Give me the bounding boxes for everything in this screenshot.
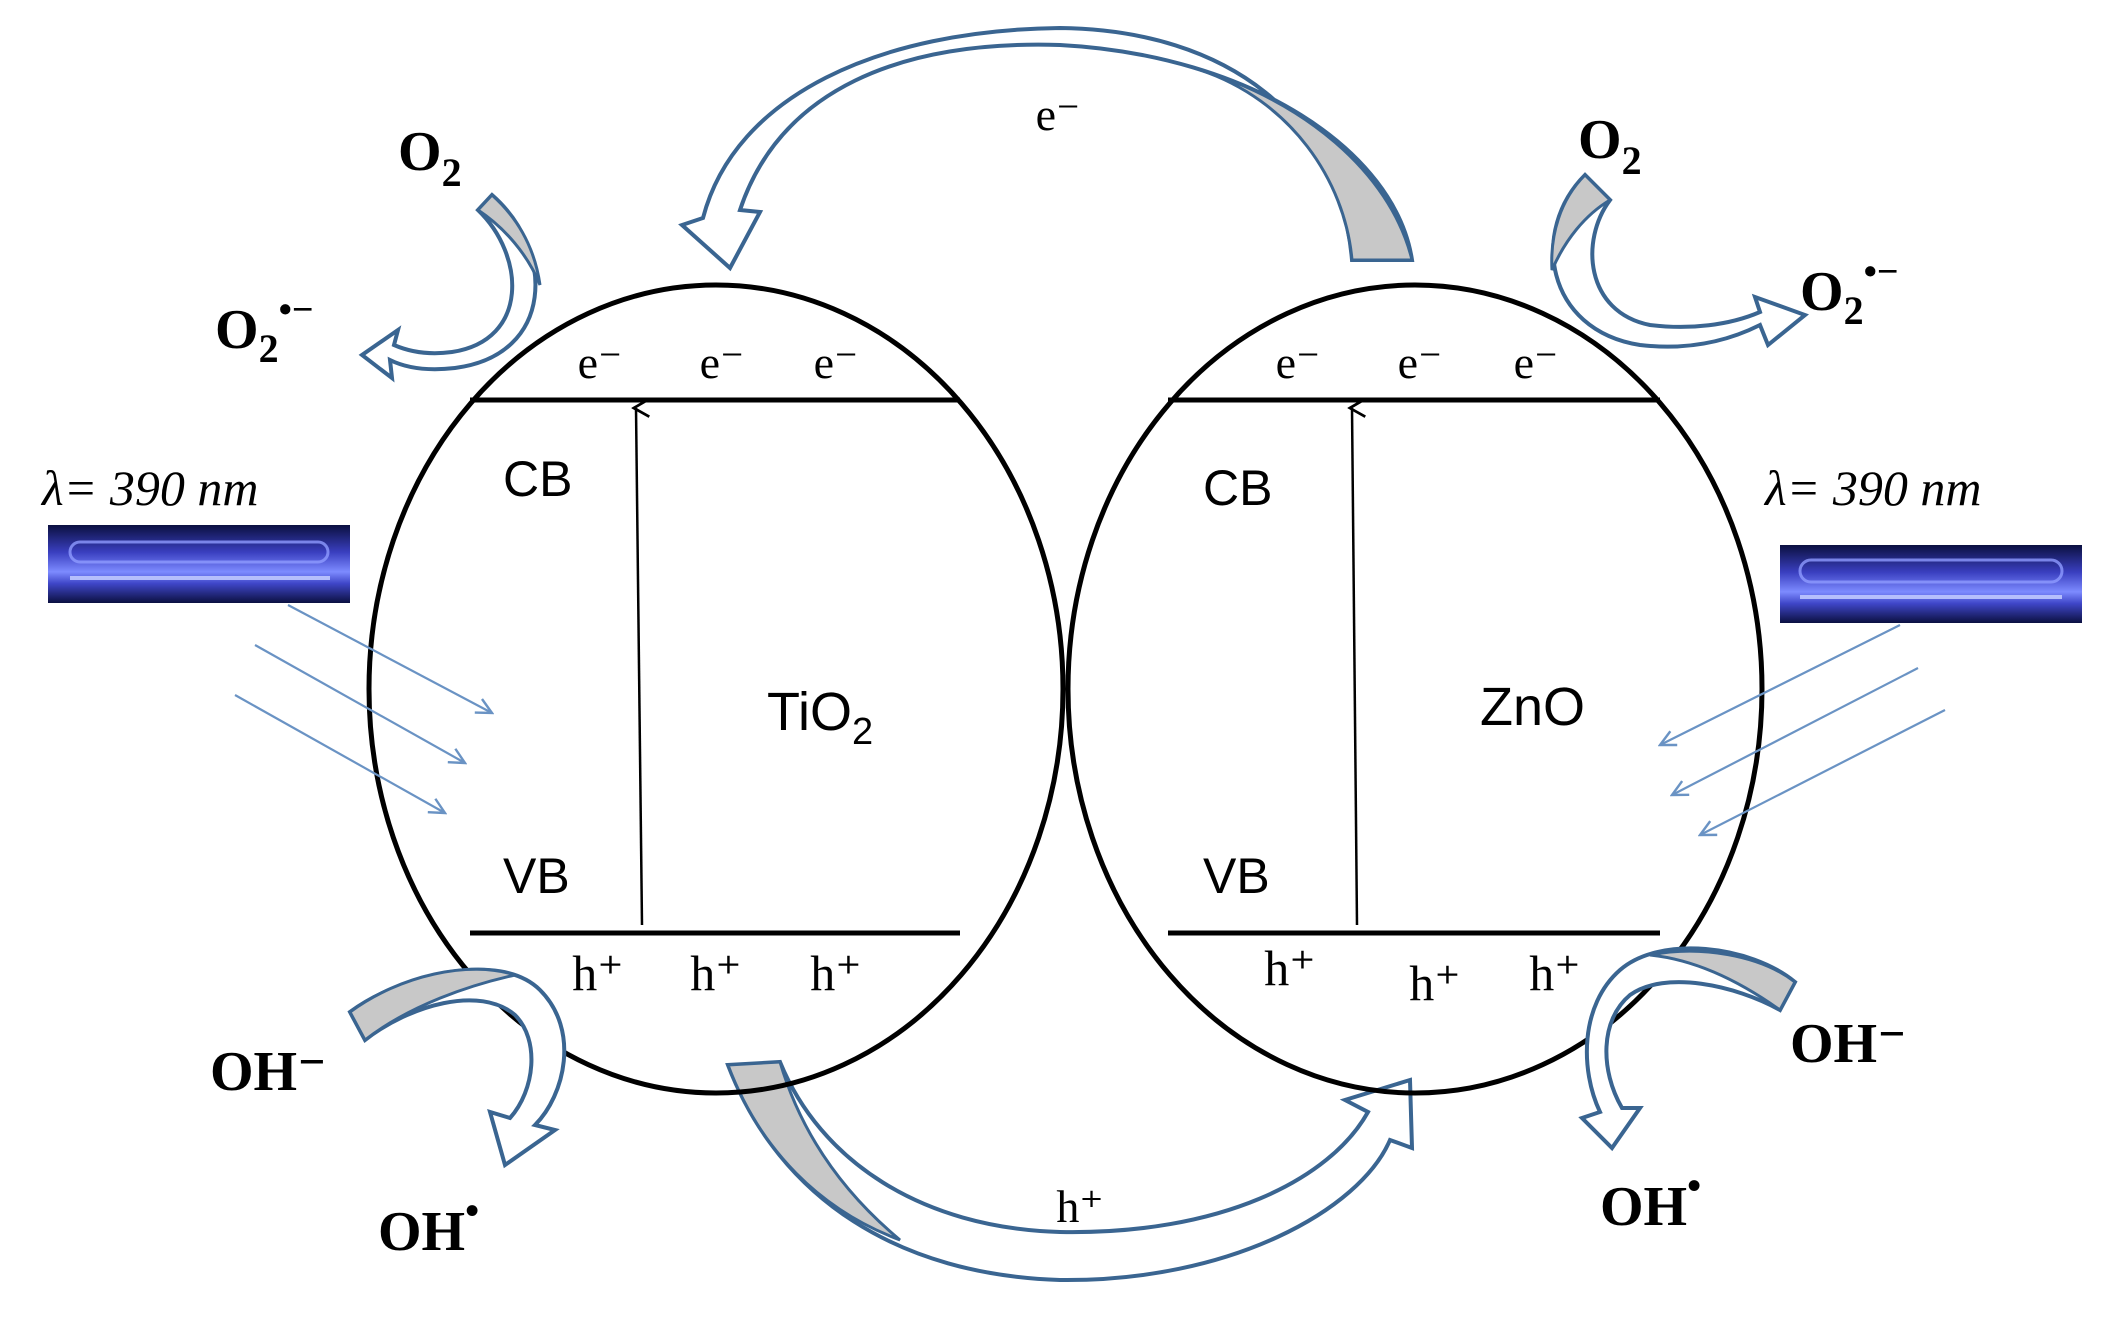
tio2-hole-3: h⁺ [810,945,861,1001]
zno-superoxide-label: O2•− [1800,251,1899,333]
tio2-hydroxyl-radical-label: OH• [378,1188,479,1263]
zno-label: ZnO [1480,677,1585,737]
electron-transfer-label: e⁻ [1036,89,1081,140]
tio2-electron-1: e⁻ [578,337,623,388]
tio2-cb-label: CB [503,451,572,507]
tio2-excitation-arrow [636,408,642,926]
right-uv-lamp-icon [1780,545,2082,623]
zno-hole-3: h⁺ [1529,945,1580,1001]
tio2-label: TiO2 [767,682,873,753]
zno-hydroxide-label: OH⁻ [1790,1013,1907,1075]
tio2-vb-label: VB [503,848,570,904]
zno-electron-3: e⁻ [1514,337,1559,388]
tio2-electron-2: e⁻ [700,337,745,388]
tio2-particle: CB VB TiO2 e⁻ e⁻ e⁻ h⁺ h⁺ h⁺ [366,282,1066,1096]
tio2-hole-1: h⁺ [572,945,623,1001]
left-uv-lamp-icon [48,525,350,603]
zno-hole-2: h⁺ [1409,955,1460,1011]
zno-electron-1: e⁻ [1276,337,1321,388]
tio2-wavelength-label: λ= 390 nm [40,460,259,516]
zno-hole-1: h⁺ [1264,940,1315,996]
tio2-superoxide-label: O2•− [215,289,314,371]
zno-vb-label: VB [1203,848,1270,904]
zno-hydroxyl-radical-label: OH• [1600,1163,1701,1238]
zno-excitation-arrow [1352,408,1357,926]
zno-wavelength-label: λ= 390 nm [1763,460,1982,516]
hole-transfer-label: h⁺ [1056,1181,1103,1232]
tio2-hydroxide-label: OH⁻ [210,1041,327,1103]
tio2-electron-3: e⁻ [814,337,859,388]
tio2-o2-reduction-arrow-icon [358,192,538,383]
hole-transfer-arrow-icon [725,1059,1415,1283]
zno-o2-label: O2 [1578,109,1642,183]
zno-particle: CB VB ZnO e⁻ e⁻ e⁻ h⁺ h⁺ h⁺ [1065,282,1765,1096]
zno-electron-2: e⁻ [1398,337,1443,388]
tio2-o2-label: O2 [398,121,462,195]
zno-ellipse [1065,282,1765,1096]
tio2-hole-2: h⁺ [690,945,741,1001]
tio2-ellipse [366,282,1066,1096]
electron-transfer-arrow-icon [678,25,1415,272]
right-light-rays-icon [1660,624,1946,835]
zno-cb-label: CB [1203,460,1272,516]
left-light-rays-icon [234,604,492,813]
